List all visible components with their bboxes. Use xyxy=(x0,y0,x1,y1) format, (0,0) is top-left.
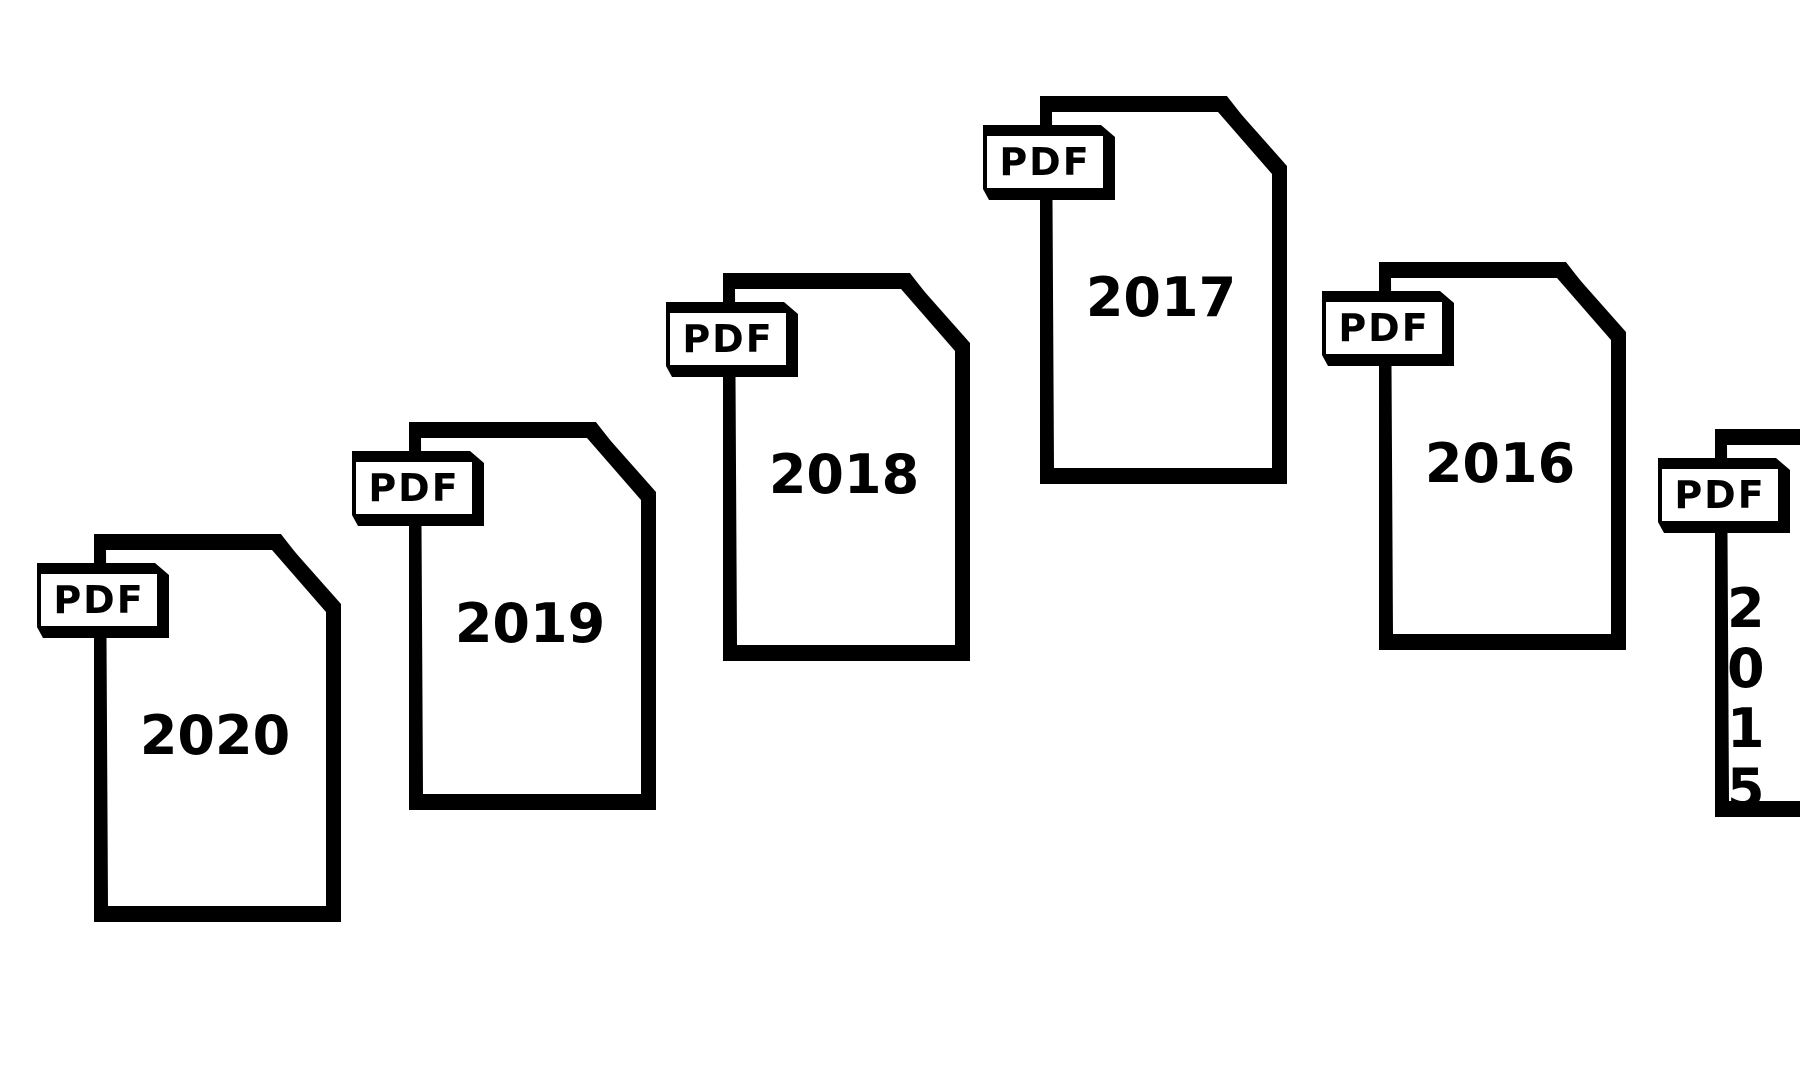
pdf-tag-label: PDF xyxy=(1674,473,1766,517)
pdf-document-2020[interactable]: PDF 2020 xyxy=(37,534,341,922)
pdf-tag: PDF xyxy=(1322,291,1454,366)
document-year: 2017 xyxy=(1085,266,1237,329)
pdf-tag: PDF xyxy=(37,563,169,638)
pdf-tag: PDF xyxy=(666,302,798,377)
pdf-tag-label: PDF xyxy=(53,578,145,622)
document-year: 2019 xyxy=(454,592,606,655)
document-year: 2015 xyxy=(1727,577,1765,820)
pdf-tag: PDF xyxy=(983,125,1115,200)
document-year: 2016 xyxy=(1424,432,1576,495)
pdf-document-2016[interactable]: PDF 2016 xyxy=(1322,262,1626,650)
pdf-document-2017[interactable]: PDF 2017 xyxy=(983,96,1287,484)
pdf-tag-label: PDF xyxy=(368,466,460,510)
pdf-tag-label: PDF xyxy=(1338,306,1430,350)
document-year: 2020 xyxy=(139,704,291,767)
document-year: 2018 xyxy=(768,443,920,506)
pdf-document-2018[interactable]: PDF 2018 xyxy=(666,273,970,661)
pdf-tag: PDF xyxy=(352,451,484,526)
pdf-tag-label: PDF xyxy=(682,317,774,361)
pdf-tag: PDF xyxy=(1658,458,1790,533)
pdf-document-2015[interactable]: PDF 2015 xyxy=(1658,429,1800,820)
pdf-file-icon xyxy=(723,273,970,661)
pdf-tag-label: PDF xyxy=(999,140,1091,184)
pdf-document-2019[interactable]: PDF 2019 xyxy=(352,422,656,810)
